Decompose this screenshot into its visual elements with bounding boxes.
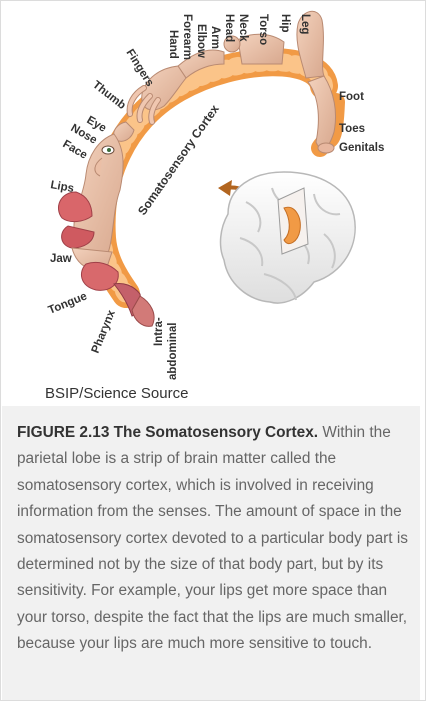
homunculus-figure [58,10,337,327]
label-head: Head [223,14,235,42]
label-hip: Hip [279,14,291,33]
label-genitals: Genitals [339,142,384,154]
label-abdominal: abdominal [167,322,179,380]
label-fingers: Fingers [123,47,155,89]
label-intra: Intra- [153,317,165,346]
label-jaw: Jaw [50,253,72,265]
label-torso: Torso [257,14,269,45]
label-tongue: Tongue [47,290,89,316]
label-elbow: Elbow [195,24,207,58]
label-leg: Leg [299,14,311,34]
image-credit: BSIP/Science Source [45,385,189,402]
caption-label: FIGURE 2.13 The Somatosensory Cortex. [17,424,319,441]
label-foot: Foot [339,91,364,103]
caption-panel: FIGURE 2.13 The Somatosensory Cortex. Wi… [2,406,420,700]
figure-caption: FIGURE 2.13 The Somatosensory Cortex. Wi… [17,420,409,658]
somatosensory-homunculus-illustration: Leg Hip Torso Neck Head Arm Elbow Forear… [47,10,384,380]
caption-text: Within the parietal lobe is a strip of b… [17,424,408,653]
label-forearm: Forearm [181,14,193,60]
label-thumb: Thumb [90,79,128,112]
label-lips: Lips [49,179,74,195]
label-toes: Toes [339,123,365,135]
label-neck: Neck [237,14,249,42]
label-arm: Arm [209,26,221,49]
label-hand: Hand [167,30,179,59]
label-pharynx: Pharynx [90,308,118,355]
brain-illustration [219,171,356,304]
